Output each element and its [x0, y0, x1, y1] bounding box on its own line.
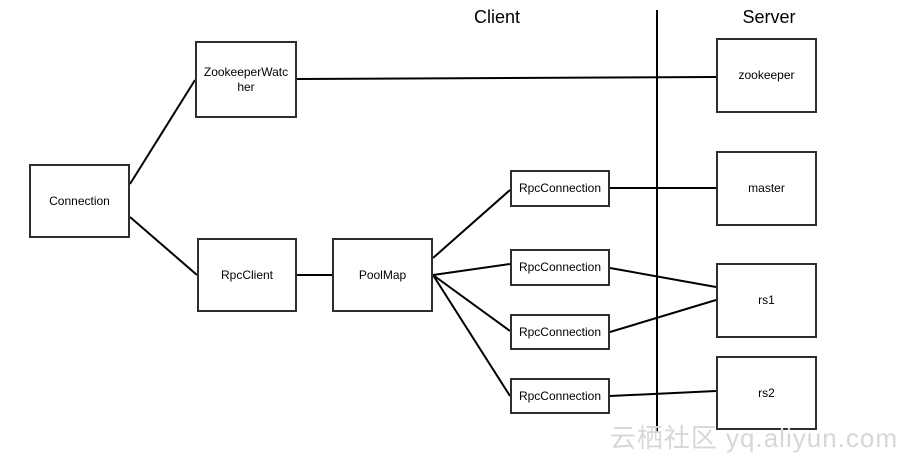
edge-rpcconnection2-to-rs1	[609, 267, 717, 288]
node-rpc-connection-4: RpcConnection	[510, 378, 610, 414]
edge-poolmap-to-rpcconnection1	[432, 189, 511, 259]
node-rpc-connection-2: RpcConnection	[510, 249, 610, 286]
node-zookeeper-watcher: ZookeeperWatcher	[195, 41, 297, 118]
edge-connection-to-zookeeperwatcher	[129, 79, 196, 185]
edge-poolmap-to-rpcconnection4	[432, 274, 511, 397]
node-pool-map: PoolMap	[332, 238, 433, 312]
client-section-title: Client	[473, 7, 521, 27]
node-master: master	[716, 151, 817, 226]
edge-connection-to-rpcclient	[129, 216, 198, 276]
node-connection: Connection	[29, 164, 130, 238]
edge-poolmap-to-rpcconnection2	[432, 263, 511, 276]
edge-rpcconnection3-to-rs1	[609, 299, 717, 333]
edge-zookeeperwatcher-to-zookeeper	[296, 76, 717, 80]
node-rs1: rs1	[716, 263, 817, 338]
watermark: 云栖社区 yq.aliyun.com	[609, 423, 898, 453]
node-rpc-connection-1: RpcConnection	[510, 170, 610, 207]
edge-poolmap-to-rpcconnection3	[432, 274, 511, 332]
node-rpc-connection-3: RpcConnection	[510, 314, 610, 350]
node-rpc-client: RpcClient	[197, 238, 297, 312]
edge-rpcconnection4-to-rs2	[609, 390, 717, 397]
node-zookeeper: zookeeper	[716, 38, 817, 113]
server-section-title: Server	[742, 7, 796, 27]
node-rs2: rs2	[716, 356, 817, 430]
